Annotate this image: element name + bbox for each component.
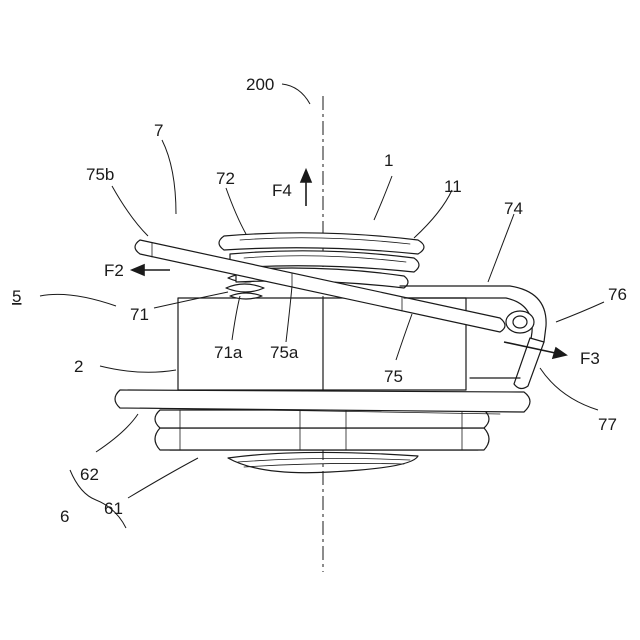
label-71: 71	[130, 305, 149, 324]
label-f3: F3	[580, 349, 600, 368]
label-f4: F4	[272, 181, 292, 200]
label-75a: 75a	[270, 343, 299, 362]
label-f2: F2	[104, 261, 124, 280]
label-76: 76	[608, 285, 627, 304]
joint-76-inner	[513, 316, 527, 328]
arrow-f4-icon	[301, 170, 311, 206]
arm-77	[470, 338, 544, 389]
label-6: 6	[60, 507, 69, 526]
label-11: 11	[444, 177, 462, 196]
label-75: 75	[384, 367, 403, 386]
label-61: 61	[104, 499, 123, 518]
label-77: 77	[598, 415, 617, 434]
label-5: 5	[12, 287, 21, 306]
label-62: 62	[80, 465, 99, 484]
label-2: 2	[74, 357, 83, 376]
label-72: 72	[216, 169, 235, 188]
label-75b: 75b	[86, 165, 114, 184]
label-74: 74	[504, 199, 523, 218]
lower-coil-61	[155, 410, 489, 450]
label-200: 200	[246, 75, 274, 94]
arrow-f2-icon	[132, 265, 170, 275]
label-1: 1	[384, 151, 393, 170]
label-71a: 71a	[214, 343, 243, 362]
label-7: 7	[154, 121, 163, 140]
